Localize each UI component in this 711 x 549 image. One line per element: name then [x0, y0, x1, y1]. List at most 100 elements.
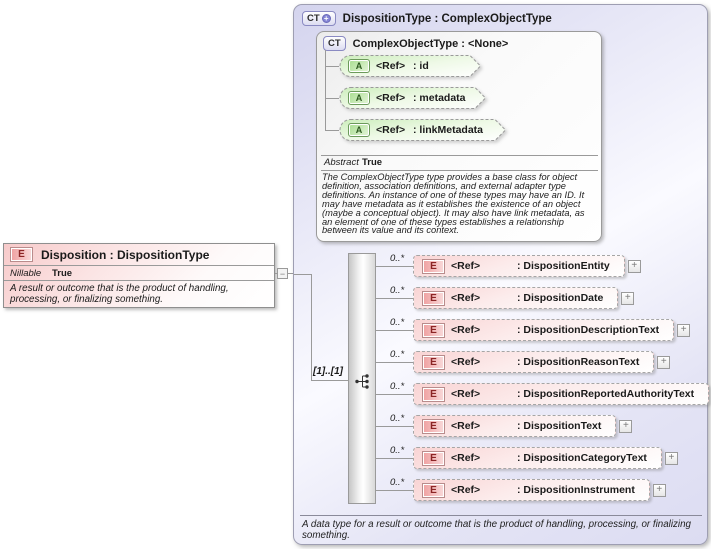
ref-label: <Ref>	[376, 124, 406, 136]
element-node[interactable]: E <Ref> : DispositionText	[413, 415, 617, 437]
attribute-icon: A	[348, 91, 370, 105]
connector-line	[311, 380, 348, 381]
collapse-button[interactable]: −	[277, 268, 288, 279]
attribute-name: : id	[413, 60, 429, 72]
attribute-metadata[interactable]: A <Ref> : metadata	[339, 87, 487, 109]
type-annotation: A data type for a result or outcome that…	[302, 519, 692, 541]
complex-type-icon: CT +	[302, 11, 336, 26]
connector-line	[376, 362, 413, 363]
element-annotation: A result or outcome that is the product …	[10, 283, 229, 305]
ct-badge-label: CT	[328, 38, 341, 49]
element-icon: E	[422, 418, 445, 434]
occurrence-label: 0..*	[390, 477, 405, 488]
element-name: : DispositionReportedAuthorityText	[517, 388, 695, 400]
ref-label: <Ref>	[451, 420, 481, 432]
sequence-icon	[355, 374, 369, 389]
base-type-title: ComplexObjectType : <None>	[352, 37, 509, 50]
occurrence-label: 0..*	[390, 381, 405, 392]
connector-line	[376, 298, 413, 299]
element-name: : DispositionDate	[517, 292, 604, 304]
base-type-icon: CT	[323, 36, 346, 51]
element-name: : DispositionReasonText	[517, 356, 640, 368]
occurrence-label: 0..*	[390, 317, 405, 328]
element-icon: E	[422, 450, 445, 466]
expand-button[interactable]: +	[657, 355, 671, 369]
expand-button[interactable]: +	[627, 259, 641, 273]
ref-label: <Ref>	[451, 356, 481, 368]
occurrence-label: 0..*	[390, 445, 405, 456]
attribute-tag-shape	[339, 119, 507, 141]
element-node[interactable]: E <Ref> : DispositionInstrument	[413, 479, 650, 501]
connector-line	[325, 66, 339, 67]
sequence-bar[interactable]	[348, 253, 376, 504]
nillable-label: Nillable	[10, 267, 42, 279]
connector-line	[376, 330, 413, 331]
element-node[interactable]: E <Ref> : DispositionReasonText	[413, 351, 655, 373]
element-node[interactable]: E <Ref> : DispositionCategoryText	[413, 447, 662, 469]
attribute-name: : linkMetadata	[413, 124, 484, 136]
cardinality-label: [1]..[1]	[313, 366, 343, 377]
nillable-value: True	[52, 267, 73, 279]
attribute-tag-shape	[339, 55, 482, 77]
connector-line	[376, 490, 413, 491]
base-type-annotation: The ComplexObjectType type provides a ba…	[322, 172, 585, 236]
ref-label: <Ref>	[451, 260, 481, 272]
element-icon: E	[10, 247, 33, 262]
connector-line	[376, 394, 413, 395]
expand-button[interactable]: +	[621, 291, 635, 305]
ref-label: <Ref>	[376, 92, 406, 104]
connector-line	[294, 274, 312, 275]
occurrence-label: 0..*	[390, 253, 405, 264]
element-node[interactable]: E <Ref> : DispositionDate	[413, 287, 619, 309]
element-header: E Disposition : DispositionType	[4, 244, 274, 266]
nillable-row: Nillable True	[4, 266, 274, 281]
divider	[300, 515, 702, 516]
connector-line	[325, 98, 339, 99]
connector-line	[311, 274, 312, 381]
occurrence-label: 0..*	[390, 349, 405, 360]
ct-badge-label: CT	[307, 13, 320, 24]
attribute-id[interactable]: A <Ref> : id	[339, 55, 482, 77]
element-title: Disposition : DispositionType	[41, 247, 210, 262]
element-node[interactable]: E <Ref> : DispositionReportedAuthorityTe…	[413, 383, 710, 405]
connector-line	[376, 266, 413, 267]
base-type-box[interactable]: CT ComplexObjectType : <None> A <Ref> : …	[316, 31, 602, 242]
ref-label: <Ref>	[376, 60, 406, 72]
ref-label: <Ref>	[451, 324, 481, 336]
element-node[interactable]: E <Ref> : DispositionDescriptionText	[413, 319, 675, 341]
complex-type-header: CT + DispositionType : ComplexObjectType	[302, 11, 552, 26]
expand-button[interactable]: +	[619, 419, 633, 433]
ref-label: <Ref>	[451, 484, 481, 496]
occurrence-label: 0..*	[390, 413, 405, 424]
expand-button[interactable]: +	[664, 451, 678, 465]
attribute-icon: A	[348, 59, 370, 73]
element-name: : DispositionInstrument	[517, 484, 635, 496]
ref-label: <Ref>	[451, 388, 481, 400]
element-name: : DispositionCategoryText	[517, 452, 647, 464]
element-node[interactable]: E <Ref> : DispositionEntity	[413, 255, 625, 277]
attribute-linkmetadata[interactable]: A <Ref> : linkMetadata	[339, 119, 507, 141]
element-icon: E	[422, 386, 445, 402]
expand-button[interactable]: +	[652, 483, 666, 497]
element-icon: E	[422, 322, 445, 338]
complex-type-title: DispositionType : ComplexObjectType	[342, 12, 552, 25]
ref-label: <Ref>	[451, 292, 481, 304]
minus-icon: −	[279, 268, 286, 279]
connector-line	[325, 130, 339, 131]
element-icon: E	[422, 258, 445, 274]
connector-line	[325, 50, 326, 131]
connector-line	[376, 426, 413, 427]
abstract-value: True	[362, 157, 383, 168]
base-type-header: CT ComplexObjectType : <None>	[323, 36, 508, 51]
complex-type-box[interactable]: CT + DispositionType : ComplexObjectType…	[293, 4, 710, 545]
element-name: : DispositionEntity	[517, 260, 610, 272]
element-name: : DispositionDescriptionText	[517, 324, 660, 336]
attribute-name: : metadata	[413, 92, 466, 104]
element-disposition-box[interactable]: E Disposition : DispositionType Nillable…	[3, 243, 275, 308]
abstract-label: Abstract	[324, 157, 359, 168]
divider	[321, 170, 598, 171]
connector-line	[376, 458, 413, 459]
element-icon: E	[422, 482, 445, 498]
expand-button[interactable]: +	[677, 323, 691, 337]
